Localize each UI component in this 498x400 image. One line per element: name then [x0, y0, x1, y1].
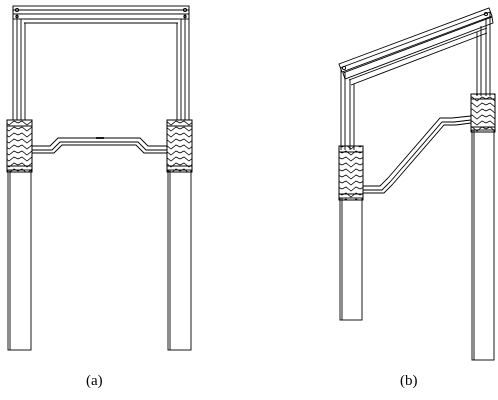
panel-b-left-pillar: [339, 197, 363, 321]
panel-a-right-pillar: [167, 169, 192, 351]
caption-panel-a: (a): [86, 373, 103, 389]
panel-b-left-coil: [338, 145, 364, 201]
panel-b-left-rods: [340, 68, 355, 150]
panel-b-linkage: [363, 115, 472, 194]
panel-a-top-beam: [12, 5, 190, 24]
caption-panel-b: (b): [400, 373, 418, 389]
panel-b-drawing: [338, 7, 496, 361]
panel-b-top-beam: [338, 7, 494, 86]
panel-b-right-rods: [476, 12, 491, 96]
panel-a-left-coil: [6, 119, 33, 173]
panel-a-right-coil: [166, 119, 193, 173]
panel-a-left-pillar: [7, 169, 32, 351]
panel-a-drawing: [6, 5, 193, 351]
panel-b-right-pillar: [471, 129, 495, 361]
panel-b-right-coil: [470, 93, 496, 133]
panel-a-left-rods: [12, 6, 26, 120]
panel-a-linkage: [32, 137, 167, 154]
panel-a-right-rods: [176, 6, 190, 120]
